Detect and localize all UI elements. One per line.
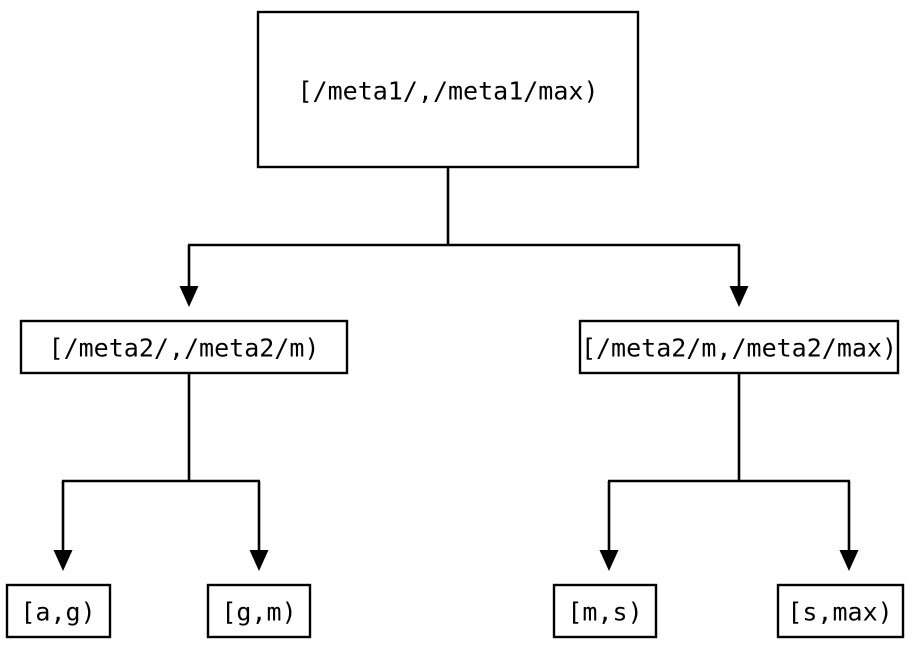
node-leaf-3-label: [m,s)	[567, 598, 642, 627]
node-mid-left-label: [/meta2/,/meta2/m)	[49, 334, 320, 363]
arrowhead-group	[53, 286, 859, 571]
node-mid-right-box[interactable]	[578, 319, 900, 375]
arrow-down-icon-to-leaf-4	[839, 550, 859, 571]
edge-group	[61, 167, 851, 551]
node-mid-left[interactable]: [/meta2/,/meta2/m)	[19, 319, 349, 375]
node-root[interactable]: [/meta1/,/meta1/max)	[256, 10, 640, 169]
node-root-label: [/meta1/,/meta1/max)	[297, 77, 598, 106]
node-leaf-4-label: [s,max)	[787, 598, 892, 627]
node-leaf-3[interactable]: [m,s)	[552, 583, 658, 639]
arrow-down-icon-to-mid-right	[729, 286, 749, 307]
node-leaf-2-label: [g,m)	[221, 598, 296, 627]
node-leaf-2[interactable]: [g,m)	[206, 583, 312, 639]
node-leaf-1[interactable]: [a,g)	[5, 583, 112, 639]
node-leaf-3-box[interactable]	[552, 583, 658, 639]
node-mid-right[interactable]: [/meta2/m,/meta2/max)	[578, 319, 900, 375]
node-mid-left-box[interactable]	[19, 319, 349, 375]
node-leaf-4[interactable]: [s,max)	[776, 583, 905, 639]
node-leaf-2-box[interactable]	[206, 583, 312, 639]
arrow-down-icon-to-leaf-3	[599, 550, 619, 571]
node-root-box[interactable]	[256, 10, 640, 169]
arrow-down-icon-to-leaf-2	[249, 550, 269, 571]
node-leaf-1-box[interactable]	[5, 583, 112, 639]
node-mid-right-label: [/meta2/m,/meta2/max)	[581, 334, 897, 363]
node-leaf-4-box[interactable]	[776, 583, 905, 639]
arrow-down-icon-to-leaf-1	[53, 550, 73, 571]
arrow-down-icon-to-mid-left	[179, 286, 199, 307]
node-leaf-1-label: [a,g)	[20, 598, 95, 627]
